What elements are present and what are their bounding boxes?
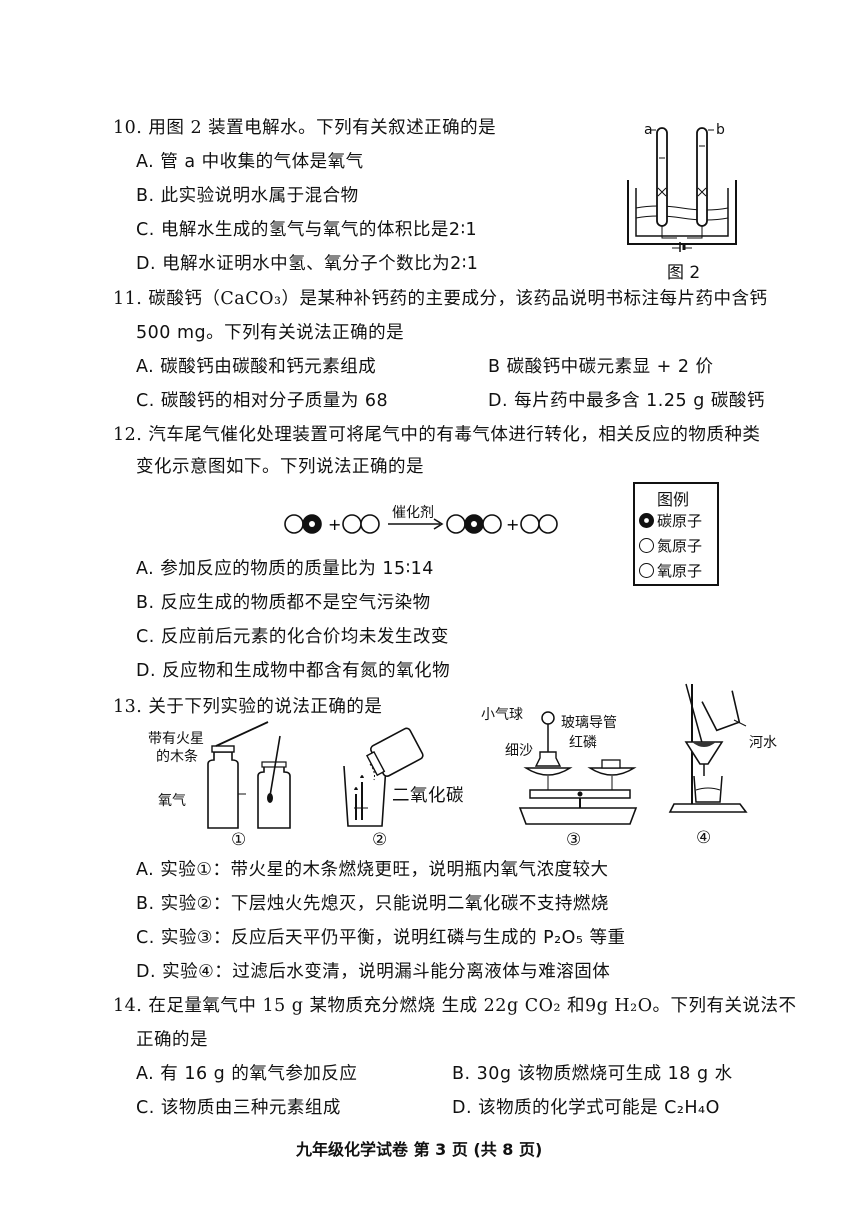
q12-option-b: B. 反应生成的物质都不是空气污染物 <box>136 593 431 613</box>
q10-option-c: C. 电解水生成的氢气与氧气的体积比是2∶1 <box>136 220 478 240</box>
figure-2-caption: 图 2 <box>667 263 701 283</box>
experiment-1-number: ① <box>231 830 247 850</box>
q14-option-b: B. 30g 该物质燃烧可生成 18 g 水 <box>452 1064 733 1084</box>
svg-text:+: + <box>328 515 341 534</box>
experiment-2-figure <box>343 727 424 827</box>
carbon-atom-icon <box>639 513 654 528</box>
q14-stem-line2: 正确的是 <box>136 1030 208 1050</box>
q13-option-c: C. 实验③：反应后天平仍平衡，说明红磷与生成的 P₂O₅ 等重 <box>136 928 626 948</box>
page-footer: 九年级化学试卷 第 3 页 (共 8 页) <box>296 1140 543 1159</box>
q13-stem: 13. 关于下列实验的说法正确的是 <box>113 697 383 717</box>
q14-stem-line1: 14. 在足量氧气中 15 g 某物质充分燃烧 生成 22g CO₂ 和9g H… <box>113 996 797 1016</box>
q11-option-d: D. 每片药中最多含 1.25 g 碳酸钙 <box>488 391 765 411</box>
q12-stem-line1: 12. 汽车尾气催化处理装置可将尾气中的有毒气体进行转化，相关反应的物质种类 <box>113 425 761 445</box>
balloon-label: 小气球 <box>481 707 523 723</box>
q12-option-c: C. 反应前后元素的化合价均未发生改变 <box>136 627 449 647</box>
oxygen-atom-icon <box>639 563 654 578</box>
sand-label: 细沙 <box>505 743 533 759</box>
reaction-diagram: + + <box>284 514 558 534</box>
tube-b-label: b <box>716 122 725 138</box>
electrolysis-apparatus-figure <box>627 127 737 252</box>
legend-nitrogen-label: 氮原子 <box>657 537 703 555</box>
q12-option-a: A. 参加反应的物质的质量比为 15∶14 <box>136 559 434 579</box>
q10-option-a: A. 管 a 中收集的气体是氧气 <box>136 152 364 172</box>
legend-oxygen-label: 氧原子 <box>657 562 703 580</box>
river-water-label: 河水 <box>749 735 777 751</box>
q11-option-a: A. 碳酸钙由碳酸和钙元素组成 <box>136 357 377 377</box>
splint-label-line1: 带有火星 <box>148 731 204 747</box>
nitrogen-atom-icon <box>639 538 654 553</box>
legend-carbon-label: 碳原子 <box>657 512 703 530</box>
experiment-4-figure <box>668 683 748 813</box>
legend-box: 图例 碳原子 氮原子 氧原子 <box>633 482 719 586</box>
oxygen-label: 氧气 <box>158 793 186 809</box>
experiment-3-number: ③ <box>566 830 582 850</box>
q11-option-b: B 碳酸钙中碳元素显 + 2 价 <box>488 357 714 377</box>
q13-option-b: B. 实验②：下层烛火先熄灭，只能说明二氧化碳不支持燃烧 <box>136 894 609 914</box>
q10-option-b: B. 此实验说明水属于混合物 <box>136 186 359 206</box>
legend-title: 图例 <box>657 490 690 509</box>
q10-option-d: D. 电解水证明水中氢、氧分子个数比为2∶1 <box>136 254 479 274</box>
q12-stem-line2: 变化示意图如下。下列说法正确的是 <box>136 457 424 477</box>
legend-item-oxygen: 氧原子 <box>639 560 702 581</box>
svg-text:+: + <box>506 515 519 534</box>
co2-label: 二氧化碳 <box>392 786 464 806</box>
q12-option-d: D. 反应物和生成物中都含有氮的氧化物 <box>136 661 451 681</box>
q10-stem: 10. 用图 2 装置电解水。下列有关叙述正确的是 <box>113 118 497 138</box>
q11-stem-line1: 11. 碳酸钙（CaCO₃）是某种补钙药的主要成分，该药品说明书标注每片药中含钙 <box>113 289 768 309</box>
experiment-2-number: ② <box>372 830 388 850</box>
q14-option-c: C. 该物质由三种元素组成 <box>136 1098 341 1118</box>
q14-option-d: D. 该物质的化学式可能是 C₂H₄O <box>452 1098 720 1118</box>
tube-a-label: a <box>644 122 653 138</box>
splint-label-line2: 的木条 <box>156 749 198 765</box>
red-phosphorus-label: 红磷 <box>569 735 597 751</box>
q14-option-a: A. 有 16 g 的氧气参加反应 <box>136 1064 358 1084</box>
experiment-4-number: ④ <box>696 828 712 848</box>
q11-option-c: C. 碳酸钙的相对分子质量为 68 <box>136 391 389 411</box>
legend-item-nitrogen: 氮原子 <box>639 535 702 556</box>
legend-item-carbon: 碳原子 <box>639 510 702 531</box>
experiment-1-figure <box>207 721 291 829</box>
catalyst-label: 催化剂 <box>392 505 434 521</box>
experiment-3-figure <box>518 711 638 825</box>
glass-tube-label: 玻璃导管 <box>561 715 617 731</box>
q13-option-d: D. 实验④：过滤后水变清，说明漏斗能分离液体与难溶固体 <box>136 962 611 982</box>
q13-option-a: A. 实验①：带火星的木条燃烧更旺，说明瓶内氧气浓度较大 <box>136 860 609 880</box>
q11-stem-line2: 500 mg。下列有关说法正确的是 <box>136 323 405 343</box>
